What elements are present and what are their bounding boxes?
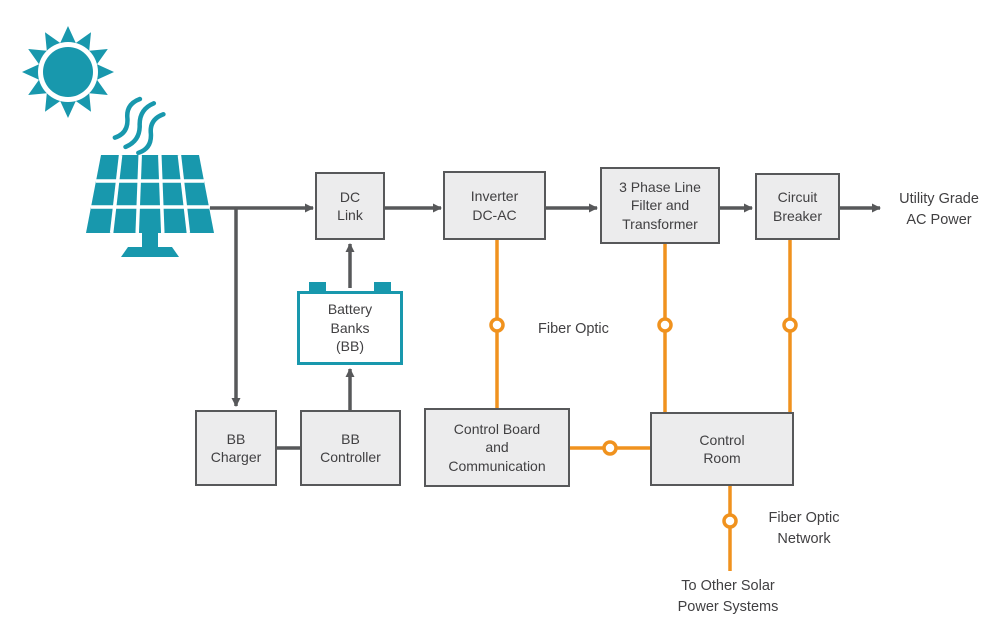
label-fiber-optic-network: Fiber Optic Network [768,510,840,548]
label-fiber-optic: Fiber Optic [538,321,609,337]
label-to-other-solar-power-systems: To Other Solar Power Systems [677,578,779,616]
solar-panel-icon [86,154,214,257]
fiber-optic-lines [489,240,798,571]
fiber-connector-node [602,440,618,456]
node-control-board-communication: Control Board and Communication [424,408,570,487]
battery-terminals [309,282,391,292]
fiber-connector-node [722,513,738,529]
node-inverter-dc-ac: Inverter DC-AC [443,171,546,240]
fiber-connector-node [489,317,505,333]
node-three-phase-filter-transformer: 3 Phase Line Filter and Transformer [600,167,720,244]
node-bb-charger: BB Charger [195,410,277,486]
fiber-connector-node [657,317,673,333]
node-battery-banks: Battery Banks (BB) [297,291,403,365]
heat-waves-icon [112,96,166,156]
node-control-room: Control Room [650,412,794,486]
node-circuit-breaker: Circuit Breaker [755,173,840,240]
label-utility-grade-ac-power: Utility Grade AC Power [899,191,979,229]
fiber-connector-node [782,317,798,333]
node-dc-link: DC Link [315,172,385,240]
sun-icon [22,26,114,118]
power-flow-lines [210,203,881,450]
node-bb-controller: BB Controller [300,410,401,486]
